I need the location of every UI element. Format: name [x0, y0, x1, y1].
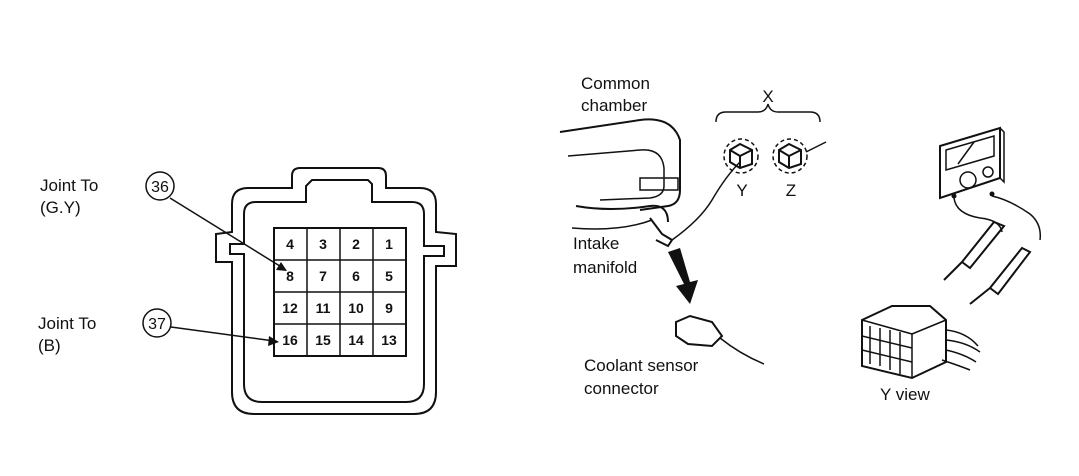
test-lead-2 — [991, 195, 1042, 241]
intake-manifold-label-line1: Intake — [573, 234, 619, 253]
pin-grid-lines — [274, 228, 406, 356]
meter-jack-right — [989, 191, 995, 197]
coolant-sensor-connector — [675, 314, 724, 348]
terminal-z-ring — [772, 138, 808, 174]
coolant-connector-label-line2: connector — [584, 379, 659, 398]
test-probe-2 — [969, 246, 1032, 305]
x-label: X — [762, 87, 773, 106]
y-terminal-label: Y — [736, 181, 747, 200]
test-lead-1 — [953, 197, 1003, 233]
pin-10: 10 — [348, 300, 364, 316]
range-knob-icon — [959, 171, 977, 189]
pin-16: 16 — [282, 332, 298, 348]
intake-manifold-lower — [571, 219, 653, 230]
terminal-z-wire — [805, 141, 827, 153]
y-view-connector: Y view — [861, 305, 981, 404]
pin-numbers: 4 3 2 1 8 7 6 5 12 11 10 9 16 15 14 13 — [282, 236, 397, 348]
callout-36: 36 — [151, 179, 169, 196]
terminal-y-block — [729, 142, 753, 170]
pin-1: 1 — [385, 236, 393, 252]
x-bracket — [715, 103, 821, 123]
meter-needle — [957, 141, 975, 165]
y-view-face — [861, 319, 947, 378]
joint-2-label-line2: (B) — [38, 336, 61, 355]
z-terminal-label: Z — [786, 181, 796, 200]
pin-4: 4 — [286, 236, 294, 252]
coolant-sensor-wire — [671, 161, 741, 241]
hose-clamp — [639, 177, 679, 191]
pin-11: 11 — [316, 300, 331, 316]
connector-face-view: 4 3 2 1 8 7 6 5 12 11 10 9 16 15 14 13 J… — [38, 167, 457, 415]
pin-8: 8 — [286, 268, 294, 284]
joint-2-label-line1: Joint To — [38, 314, 96, 333]
meter-side — [999, 127, 1005, 184]
leader-arrow-36 — [276, 262, 287, 271]
pin-7: 7 — [319, 268, 327, 284]
y-view-cavities — [861, 326, 913, 374]
joint-1-label-line2: (G.Y) — [40, 198, 81, 217]
pin-15: 15 — [315, 332, 331, 348]
coolant-sensor-body — [649, 217, 674, 248]
common-chamber-label-line2: chamber — [581, 96, 647, 115]
pin-14: 14 — [348, 332, 364, 348]
intake-manifold-body — [575, 204, 669, 223]
leader-line-37 — [170, 326, 275, 342]
meter-dial — [945, 135, 995, 171]
connector-housing-outer — [215, 167, 457, 415]
pin-2: 2 — [352, 236, 360, 252]
ohm-symbol-icon — [982, 166, 994, 178]
multimeter — [939, 126, 1042, 305]
pin-3: 3 — [319, 236, 327, 252]
common-chamber-label-line1: Common — [581, 74, 650, 93]
pin-9: 9 — [385, 300, 393, 316]
callout-circle-36 — [145, 171, 175, 201]
coolant-connector-wire — [719, 337, 765, 365]
connector-housing-inner — [229, 179, 445, 403]
common-chamber-body — [559, 118, 681, 211]
coolant-connector-label-line1: Coolant sensor — [584, 356, 699, 375]
pointer-arrow — [668, 248, 698, 304]
callout-37: 37 — [148, 316, 166, 333]
terminal-y-ring — [723, 138, 759, 174]
pin-12: 12 — [282, 300, 298, 316]
leader-line-36 — [169, 197, 284, 269]
y-view-housing — [861, 305, 947, 380]
common-chamber-inner — [567, 149, 665, 201]
intake-manifold-label-line2: manifold — [573, 258, 637, 277]
meter-jack-left — [951, 193, 957, 199]
joint-1-label-line1: Joint To — [40, 176, 98, 195]
y-view-wires — [941, 329, 981, 371]
engine-illustration: X Y Z Common chamber Intake manifold Coo… — [559, 74, 827, 398]
pin-13: 13 — [381, 332, 397, 348]
pin-5: 5 — [385, 268, 393, 284]
y-view-label: Y view — [880, 385, 930, 404]
leader-arrow-37 — [268, 336, 279, 346]
callout-circle-37 — [142, 308, 172, 338]
pin-6: 6 — [352, 268, 360, 284]
test-probe-1 — [943, 220, 1006, 281]
terminal-z-block — [778, 142, 802, 170]
